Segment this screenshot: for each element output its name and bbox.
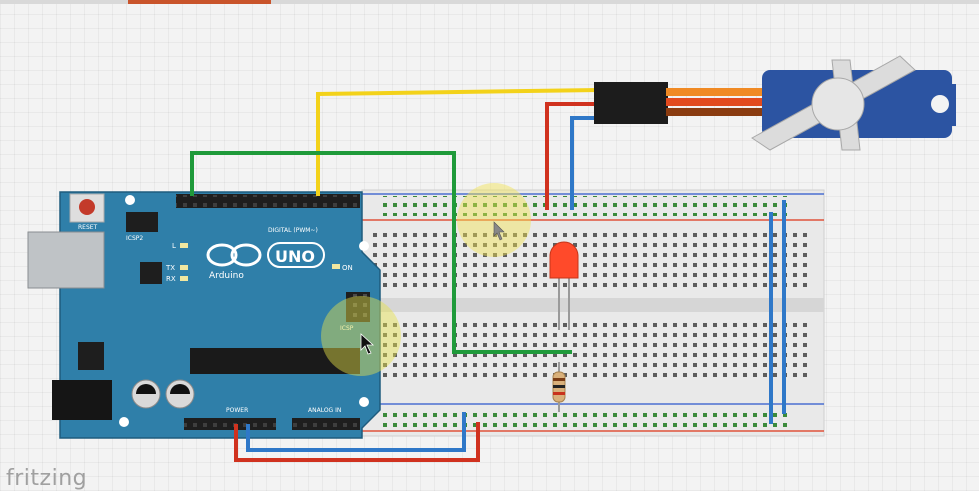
analog-label: ANALOG IN [308,407,341,414]
fritzing-watermark: fritzing [6,466,88,491]
tx-led [180,265,188,270]
icsp2-label: ICSP2 [126,235,143,242]
voltage-regulator [78,342,104,370]
usb-connector [27,231,105,289]
usb-chip [140,262,162,284]
power-jack [52,380,112,420]
upper-terminal-strip[interactable] [372,228,812,288]
lower-terminal-strip[interactable] [372,320,812,380]
signal-wire-yellow[interactable] [316,88,601,196]
servo-motor[interactable] [594,55,956,151]
arduino-brand-label: Arduino [209,271,244,281]
arduino-uno-board[interactable]: RESET ICSP2 DIGITAL (PWM~) L TX RX ON UN… [27,191,381,439]
reset-button-cap[interactable] [79,199,95,215]
click-highlight-1 [457,183,531,257]
red-led[interactable] [549,241,579,330]
rx-label: RX [166,275,176,283]
servo-connector[interactable] [594,82,668,124]
power-wire-red[interactable] [234,422,480,462]
on-label: ON [342,264,353,272]
icsp2-header [126,212,158,232]
breadboard[interactable] [361,189,825,437]
uno-badge [267,242,325,268]
center-channel [362,298,824,312]
bottom-power-rail[interactable] [382,408,792,428]
cursor-arrow-icon [493,221,505,241]
mount-hole [359,241,369,251]
digital-label: DIGITAL (PWM~) [268,227,318,234]
rx-led [180,276,188,281]
on-led [332,264,340,269]
mount-hole [359,397,369,407]
servo-horn[interactable] [751,55,916,151]
arduino-logo-icon [206,243,262,267]
ground-wire-blue[interactable] [246,412,466,452]
cursor-arrow-icon [360,333,375,355]
mount-hole [125,195,135,205]
servo-power-wire-red[interactable] [545,102,600,210]
active-tab-indicator[interactable] [128,0,271,4]
tx-label: TX [165,264,175,272]
led-wire-green[interactable] [190,151,572,354]
l-led-label: L [172,242,176,250]
reset-label: RESET [78,224,98,231]
atmega-microcontroller [190,348,360,374]
icsp-label: ICSP [340,325,354,332]
uno-model-label: UNO [275,247,315,266]
resistor[interactable] [552,362,566,412]
servo-ground-wire-blue[interactable] [570,116,600,210]
top-toolbar-strip [0,0,979,4]
l-led [180,243,188,248]
power-label: POWER [226,407,248,414]
servo-mount-hole [931,95,949,113]
mount-hole [119,417,129,427]
top-power-rail[interactable] [382,196,792,216]
